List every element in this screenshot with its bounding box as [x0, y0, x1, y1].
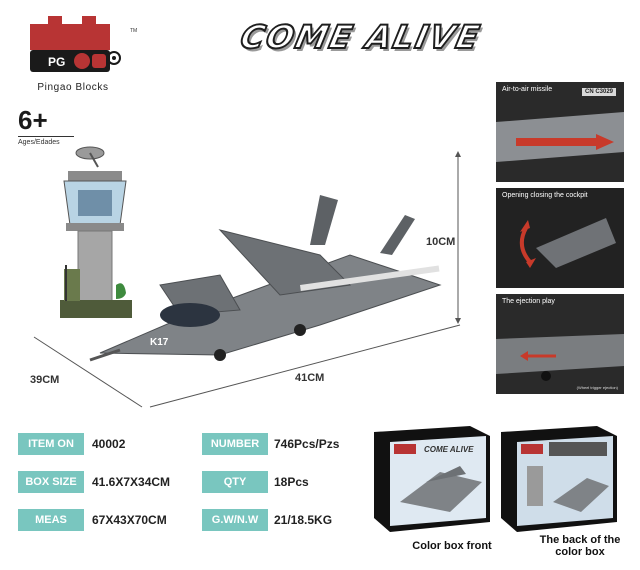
age-badge: 6+ Ages/Edades — [18, 106, 78, 146]
spec-value: 67X43X70CM — [92, 513, 167, 527]
brand-name: Pingao Blocks — [37, 82, 109, 93]
trademark-symbol: TM — [130, 28, 138, 34]
panel-ejection: The ejection play (Wheel trigger ejectio… — [496, 294, 624, 394]
panel-badge: CN C3029 — [581, 88, 616, 96]
spec-value: 21/18.5KG — [274, 513, 333, 527]
panel-cockpit: Opening closing the cockpit — [496, 188, 624, 288]
spec-label: ITEM ON — [18, 433, 84, 455]
color-box-front: COME ALIVE — [370, 422, 496, 534]
dimension-height: 10CM — [426, 236, 455, 248]
pingao-blocks-logo-icon: PG — [30, 16, 121, 72]
box-front-title: COME ALIVE — [424, 445, 474, 454]
spec-row: ITEM ON 40002 NUMBER 746Pcs/Pzs — [18, 431, 363, 457]
brand-logo: PG TM Pingao Blocks — [18, 14, 137, 94]
box-front-caption: Color box front — [412, 540, 492, 552]
headline: COME ALIVE — [236, 17, 485, 57]
dimension-depth: 39CM — [30, 374, 59, 386]
jet-marking: K17 — [150, 337, 169, 348]
logo-mark-text: PG — [48, 55, 65, 69]
spec-label: MEAS — [18, 509, 84, 531]
box-back-image — [501, 426, 617, 532]
box-back-caption: The back of the color box — [539, 534, 621, 558]
age-number: 6+ — [18, 105, 48, 135]
control-tower — [60, 146, 132, 318]
panel-title: Air-to-air missile — [502, 86, 553, 93]
panel-title: Opening closing the cockpit — [502, 192, 588, 199]
spec-label: G.W/N.W — [202, 509, 268, 531]
spec-value: 746Pcs/Pzs — [274, 437, 340, 451]
spec-value: 41.6X7X34CM — [92, 475, 171, 489]
fighter-jet: K17 — [89, 195, 442, 362]
spec-row: BOX SIZE 41.6X7X34CM QTY 18Pcs — [18, 469, 363, 495]
ejection-arrow-icon — [496, 294, 624, 394]
panel-title: The ejection play — [502, 298, 555, 305]
spec-label: QTY — [202, 471, 268, 493]
spec-label: BOX SIZE — [18, 471, 84, 493]
spec-table: ITEM ON 40002 NUMBER 746Pcs/Pzs BOX SIZE… — [18, 431, 363, 545]
missile-closeup-icon — [496, 82, 624, 182]
age-label: Ages/Edades — [18, 139, 60, 146]
spec-value: 18Pcs — [274, 475, 309, 489]
dimension-lines: 10CM 41CM 39CM — [30, 151, 461, 408]
panel-caption: (Wheel trigger ejection) — [576, 385, 618, 390]
age-divider — [18, 136, 74, 137]
color-box-back — [497, 422, 623, 534]
rotate-arrow-icon — [496, 188, 624, 288]
dimension-length: 41CM — [295, 372, 324, 384]
spec-label: NUMBER — [202, 433, 268, 455]
spec-value: 40002 — [92, 437, 126, 451]
panel-missile: Air-to-air missile CN C3029 — [496, 82, 624, 182]
product-illustration: K17 10CM 41CM 39CM — [30, 146, 461, 408]
feature-panels: Air-to-air missile CN C3029 Opening clos… — [496, 82, 624, 400]
box-front-image: COME ALIVE — [374, 426, 490, 532]
spec-row: MEAS 67X43X70CM G.W/N.W 21/18.5KG — [18, 507, 363, 533]
